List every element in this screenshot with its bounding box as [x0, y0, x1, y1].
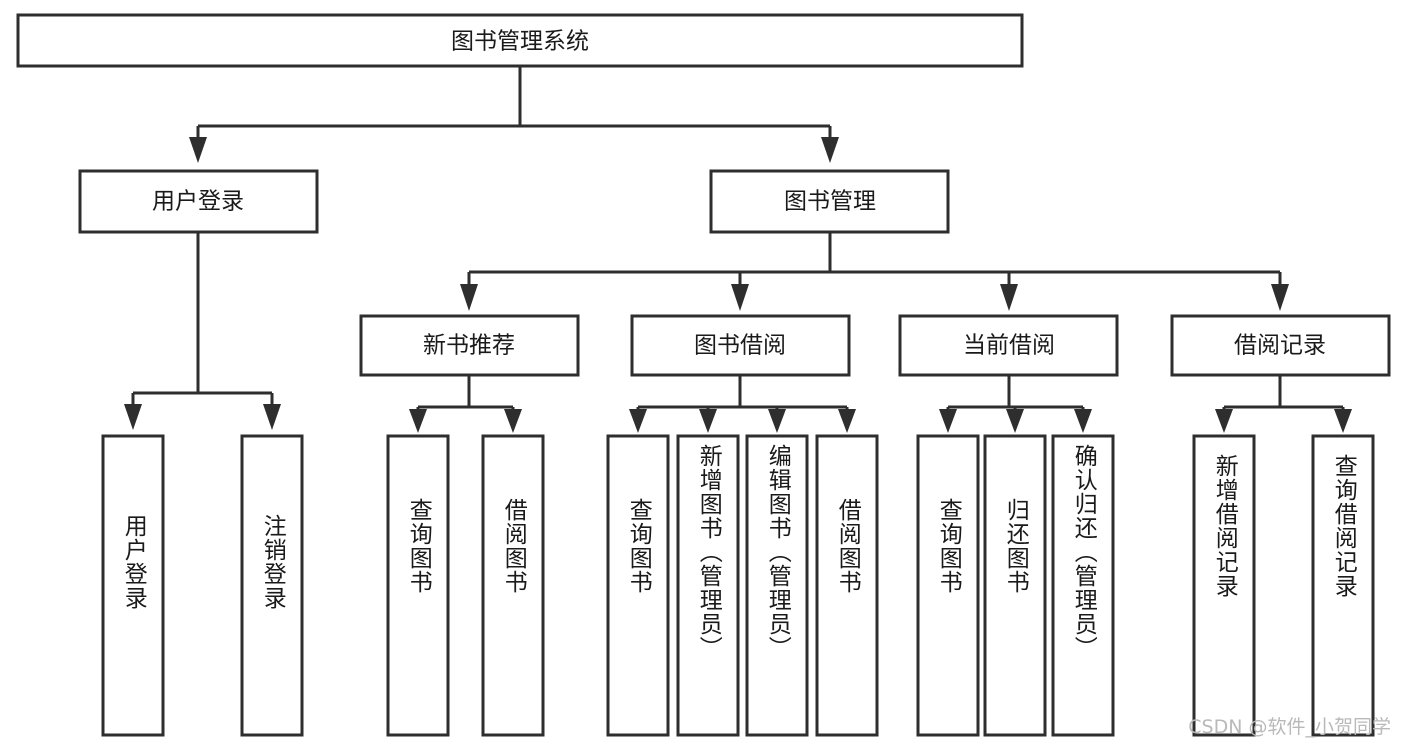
node-book-management[interactable] — [709, 169, 950, 234]
arrow-user-login-leaf-2-icon — [263, 404, 281, 430]
arrow-level3-1-icon — [460, 284, 478, 311]
leaf-box-current-borrow-1[interactable] — [916, 434, 980, 737]
node-root-book-management-system[interactable] — [16, 13, 1024, 68]
leaf-box-book-borrow-3[interactable] — [745, 434, 809, 737]
node-borrow-record-label: 借阅记录 — [1234, 333, 1326, 359]
leaf-box-book-borrow-1[interactable] — [606, 434, 670, 737]
leaf-box-new-book-1[interactable] — [386, 434, 450, 737]
arrow-level3-3-icon — [1000, 284, 1018, 311]
arrow-book-borrow-leaf-1-icon — [629, 409, 647, 433]
node-borrow-record[interactable] — [1170, 314, 1391, 377]
arrow-current-borrow-leaf-2-icon — [1006, 409, 1024, 433]
arrow-current-borrow-leaf-3-icon — [1074, 409, 1092, 433]
leaf-box-borrow-record-2[interactable] — [1311, 434, 1375, 737]
node-current-borrow[interactable] — [898, 314, 1119, 377]
node-current-borrow-label: 当前借阅 — [963, 333, 1055, 359]
leaf-box-user-login-1[interactable] — [101, 434, 165, 737]
leaf-box-book-borrow-2[interactable] — [676, 434, 740, 737]
leaf-box-current-borrow-3[interactable] — [1051, 434, 1115, 737]
leaf-box-current-borrow-2[interactable] — [983, 434, 1047, 737]
arrow-current-borrow-leaf-1-icon — [939, 409, 957, 433]
arrow-book-borrow-leaf-2-icon — [699, 409, 717, 433]
node-new-book-recommend[interactable] — [359, 314, 580, 377]
node-book-borrow-label: 图书借阅 — [694, 333, 786, 359]
leaf-box-borrow-record-1[interactable] — [1192, 434, 1256, 737]
node-root-label: 图书管理系统 — [451, 29, 589, 55]
arrow-user-login-leaf-1-icon — [124, 404, 142, 430]
arrow-new-book-leaf-1-icon — [409, 409, 427, 433]
arrow-level3-4-icon — [1271, 284, 1289, 311]
node-user-login-label: 用户登录 — [152, 189, 244, 215]
arrow-level2-2-icon — [821, 137, 839, 163]
node-book-borrow[interactable] — [630, 314, 851, 377]
arrow-new-book-leaf-2-icon — [504, 409, 522, 433]
node-new-book-recommend-label: 新书推荐 — [423, 333, 515, 359]
arrow-book-borrow-leaf-3-icon — [768, 409, 786, 433]
leaf-box-book-borrow-4[interactable] — [815, 434, 879, 737]
arrow-level2-1-icon — [189, 137, 207, 163]
node-book-management-label: 图书管理 — [784, 189, 876, 215]
arrow-book-borrow-leaf-4-icon — [838, 409, 856, 433]
arrow-level3-2-icon — [731, 284, 749, 311]
arrow-borrow-record-leaf-2-icon — [1334, 409, 1352, 433]
leaf-box-new-book-2[interactable] — [481, 434, 545, 737]
arrow-borrow-record-leaf-1-icon — [1215, 409, 1233, 433]
leaf-box-user-login-2[interactable] — [240, 434, 304, 737]
